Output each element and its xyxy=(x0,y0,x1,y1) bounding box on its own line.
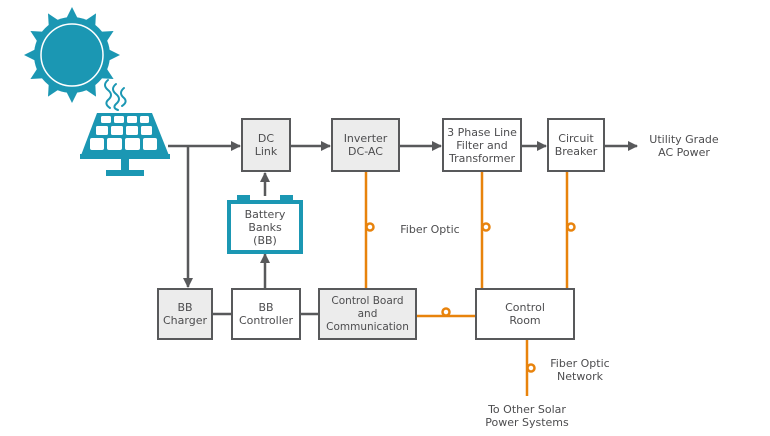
fiber-connector-icon xyxy=(526,363,536,373)
sun-icon xyxy=(24,7,120,103)
inverter-block: Inverter DC-AC xyxy=(331,118,400,172)
fiber-connector-icon xyxy=(566,222,576,232)
solar-panel-icon xyxy=(67,113,170,176)
bb-charger-block: BB Charger xyxy=(157,288,213,340)
fiber-network-label: Fiber Optic Network xyxy=(550,357,610,383)
battery-banks-block: Battery Banks (BB) xyxy=(227,200,303,254)
control-room-block: Control Room xyxy=(475,288,575,340)
fiber-optic-label: Fiber Optic xyxy=(400,223,460,236)
heat-waves-icon xyxy=(104,79,127,111)
battery-terminals xyxy=(237,195,293,201)
output-label: Utility Grade AC Power xyxy=(649,133,719,159)
filter-transformer-block: 3 Phase Line Filter and Transformer xyxy=(442,118,522,172)
bb-controller-block: BB Controller xyxy=(231,288,301,340)
fiber-connector-icon xyxy=(481,222,491,232)
fiber-connector-icon xyxy=(441,307,451,317)
circuit-breaker-block: Circuit Breaker xyxy=(547,118,605,172)
control-board-block: Control Board and Communication xyxy=(318,288,417,340)
dc-link-block: DC Link xyxy=(241,118,291,172)
fiber-connector-icon xyxy=(365,222,375,232)
other-systems-label: To Other Solar Power Systems xyxy=(485,403,569,429)
